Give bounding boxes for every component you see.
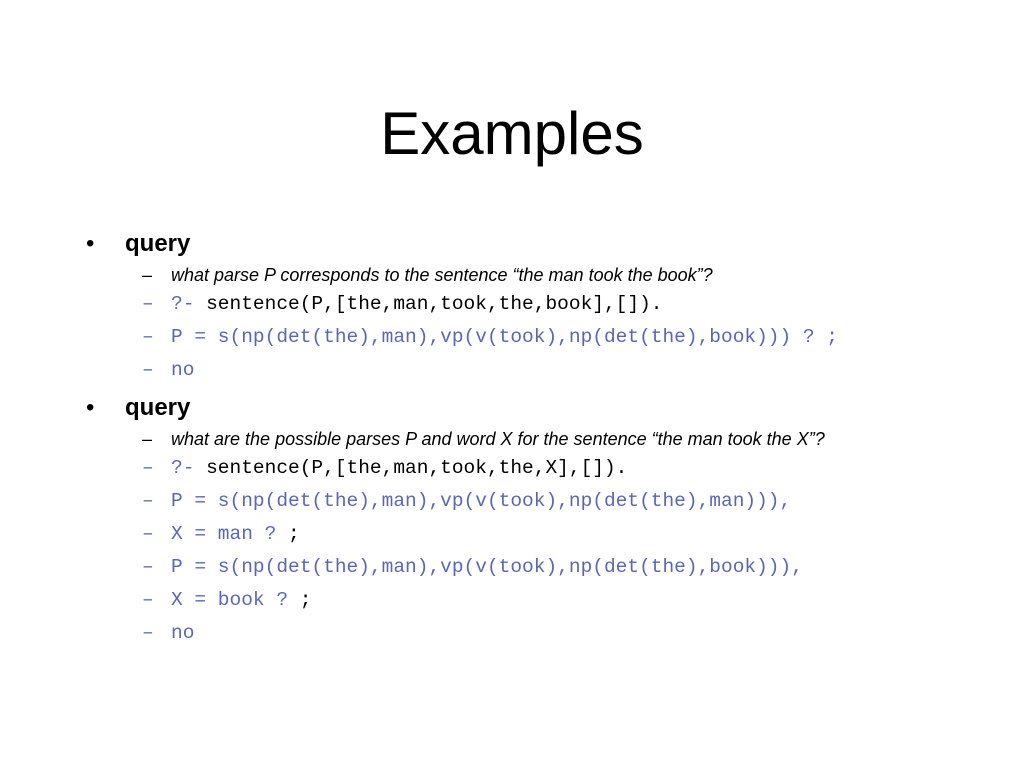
dash-icon: – bbox=[142, 293, 154, 315]
dash-icon: – bbox=[142, 359, 154, 381]
dash-icon: – bbox=[142, 265, 153, 285]
answer-text: P = s(np(det(the),man),vp(v(took),np(det… bbox=[171, 490, 792, 512]
answer-suffix: ; bbox=[276, 523, 300, 545]
answer-text: X = book ? bbox=[171, 589, 289, 611]
dash-icon: – bbox=[142, 556, 154, 578]
dash-icon: – bbox=[142, 326, 154, 348]
answer-text: X = man ? bbox=[171, 523, 277, 545]
slide-title: Examples bbox=[380, 100, 644, 167]
answer-suffix: ; bbox=[288, 589, 312, 611]
bullet-dot-icon: • bbox=[86, 230, 95, 257]
answer-text: no bbox=[171, 622, 195, 644]
bullet-heading: query bbox=[125, 230, 191, 257]
query-text: sentence(P,[the,man,took,the,X],[]). bbox=[194, 457, 628, 479]
prolog-prompt: ?- bbox=[171, 457, 195, 479]
bullet-dot-icon: • bbox=[86, 394, 95, 421]
bullet-heading: query bbox=[125, 394, 191, 421]
answer-text: P = s(np(det(the),man),vp(v(took),np(det… bbox=[171, 556, 803, 578]
dash-icon: – bbox=[142, 490, 154, 512]
dash-icon: – bbox=[142, 429, 153, 449]
dash-icon: – bbox=[142, 589, 154, 611]
prolog-prompt: ?- bbox=[171, 293, 195, 315]
description-text: what parse P corresponds to the sentence… bbox=[171, 265, 713, 285]
dash-icon: – bbox=[142, 457, 154, 479]
answer-text: P = s(np(det(the),man),vp(v(took),np(det… bbox=[171, 326, 839, 348]
answer-text: no bbox=[171, 359, 195, 381]
description-text: what are the possible parses P and word … bbox=[171, 429, 825, 449]
query-text: sentence(P,[the,man,took,the,book],[]). bbox=[194, 293, 663, 315]
dash-icon: – bbox=[142, 523, 154, 545]
dash-icon: – bbox=[142, 622, 154, 644]
